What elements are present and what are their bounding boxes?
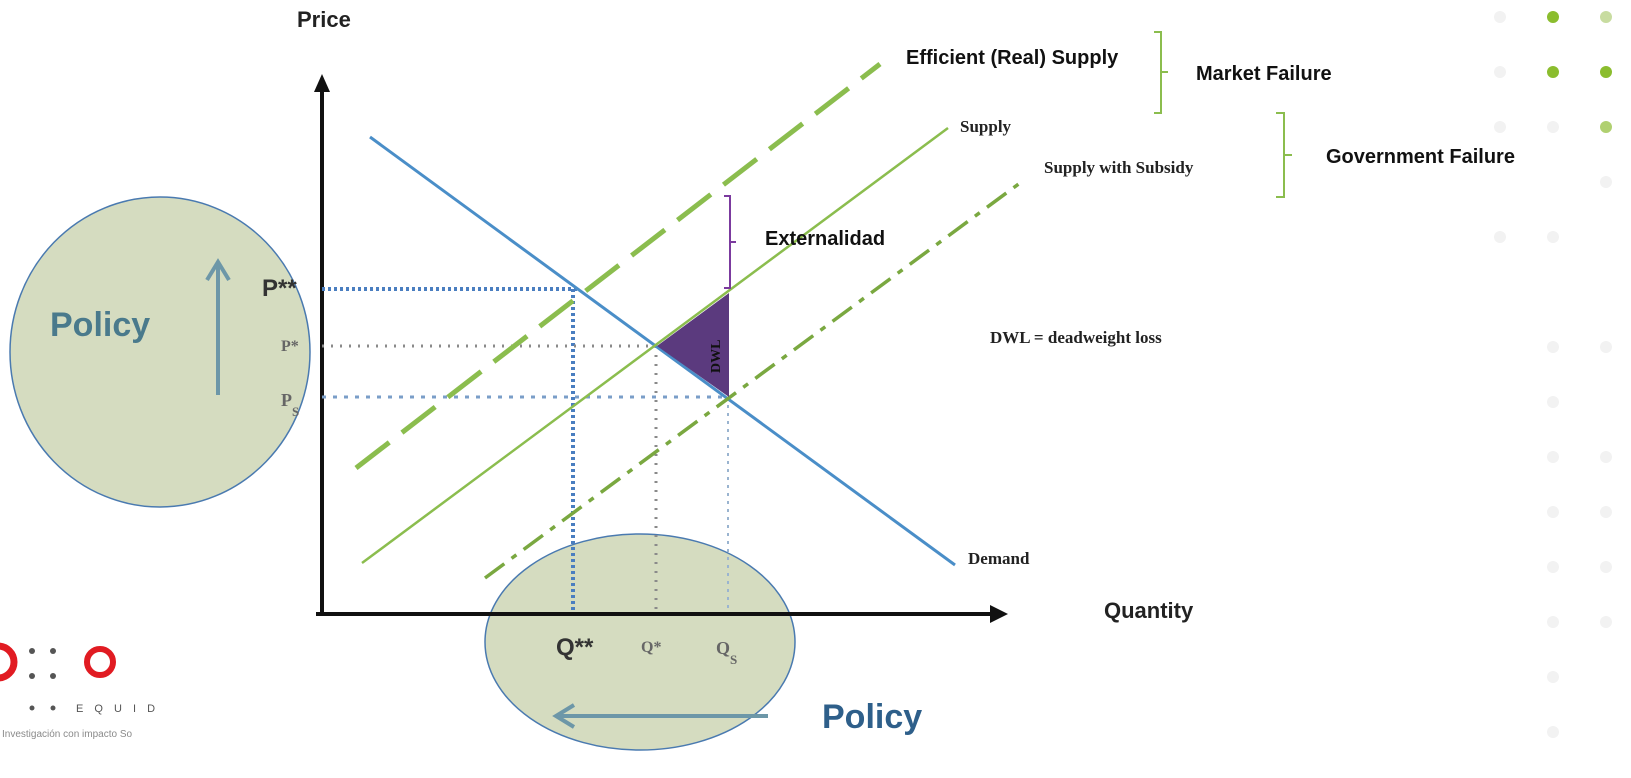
up-arrow-icon (205, 258, 231, 395)
supply-with-subsidy-curve (483, 178, 1026, 580)
logo-tagline: Investigación con impacto So (2, 729, 133, 740)
axes (314, 74, 1008, 623)
q-star-label: Q* (641, 639, 661, 656)
policy-label-bottom: Policy (822, 698, 922, 736)
policy-label-left: Policy (50, 306, 150, 344)
externality-bracket (724, 195, 736, 289)
logo-red-circle (84, 646, 116, 678)
q-double-star-label: Q** (556, 634, 594, 661)
dwl-triangle-label: DWL (709, 340, 724, 373)
q-s-label: QS (716, 638, 737, 667)
demand-label: Demand (968, 549, 1030, 568)
supply-with-subsidy-label: Supply with Subsidy (1044, 158, 1194, 177)
government-failure-label: Government Failure (1326, 146, 1515, 168)
dwl-triangle (657, 293, 729, 397)
guide-lines (322, 287, 729, 612)
equidad-logo: E Q U I D Investigación con impacto So (0, 642, 159, 740)
dwl-legend: DWL = deadweight loss (990, 328, 1162, 347)
y-axis-label: Price (297, 7, 351, 32)
x-axis-label: Quantity (1104, 598, 1194, 623)
government-failure-bracket (1276, 112, 1292, 198)
efficient-supply-curve (354, 62, 882, 470)
market-failure-bracket (1154, 31, 1168, 114)
market-failure-label: Market Failure (1196, 63, 1332, 85)
efficient-supply-label: Efficient (Real) Supply (906, 47, 1119, 69)
externality-label: Externalidad (765, 228, 885, 250)
logo-brand-text: E Q U I D (76, 703, 159, 715)
p-s-label: PS (281, 390, 299, 419)
supply-label: Supply (960, 117, 1012, 136)
decorative-dot-grid (1494, 11, 1612, 738)
supply-curve (361, 126, 949, 565)
logo-red-partial-circle (0, 642, 18, 682)
p-double-star-label: P** (262, 275, 297, 302)
policy-ellipse-bottom (484, 533, 796, 751)
p-star-label: P* (281, 338, 299, 355)
policy-ellipse-left (9, 196, 311, 508)
left-arrow-icon (552, 703, 768, 729)
demand-curve (369, 135, 956, 567)
